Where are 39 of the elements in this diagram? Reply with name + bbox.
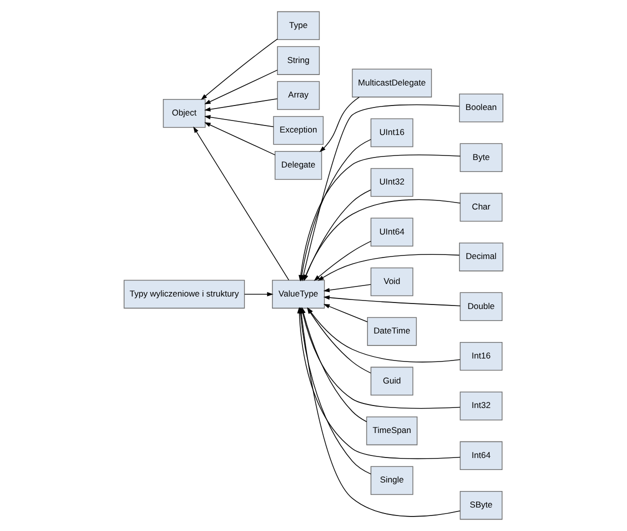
node-box: UInt32 [370, 168, 414, 197]
node-box: TimeSpan [366, 416, 418, 446]
node-box: UInt16 [370, 118, 414, 148]
node-box: Double [460, 292, 502, 321]
node-box: Typy wyliczeniowe i struktury [124, 280, 245, 309]
arrow [204, 115, 274, 128]
node-box: SByte [460, 490, 502, 520]
arrow [318, 254, 460, 281]
arrow [193, 126, 290, 280]
arrow [314, 240, 372, 281]
arrow [323, 295, 461, 306]
arrow [319, 96, 360, 152]
arrow [204, 122, 276, 156]
arrow [323, 284, 372, 292]
node-box: MulticastDelegate [352, 68, 432, 98]
arrow [204, 98, 278, 112]
node-box: Int32 [460, 392, 502, 420]
node-box: Type [277, 11, 320, 40]
node-box: Delegate [274, 151, 322, 180]
node-box: Single [370, 466, 414, 495]
node-box: Byte [460, 143, 502, 172]
node-box: Exception [273, 116, 324, 145]
arrow [244, 292, 274, 296]
node-box: UInt64 [370, 218, 414, 246]
node-box: Array [277, 81, 320, 110]
arrow [204, 70, 278, 104]
node-box: String [277, 46, 320, 75]
node-box: Object [162, 99, 206, 128]
node-box: Guid [370, 366, 414, 396]
node-box: Void [370, 267, 414, 296]
arrow [200, 38, 278, 100]
node-box: ValueType [272, 280, 325, 309]
arrow [323, 304, 368, 322]
node-box: Int64 [460, 441, 502, 470]
node-box: Boolean [459, 94, 504, 122]
node-box: Int16 [460, 342, 502, 371]
node-box: Char [460, 192, 502, 222]
node-box: DateTime [367, 317, 417, 346]
node-box: Decimal [459, 242, 504, 272]
